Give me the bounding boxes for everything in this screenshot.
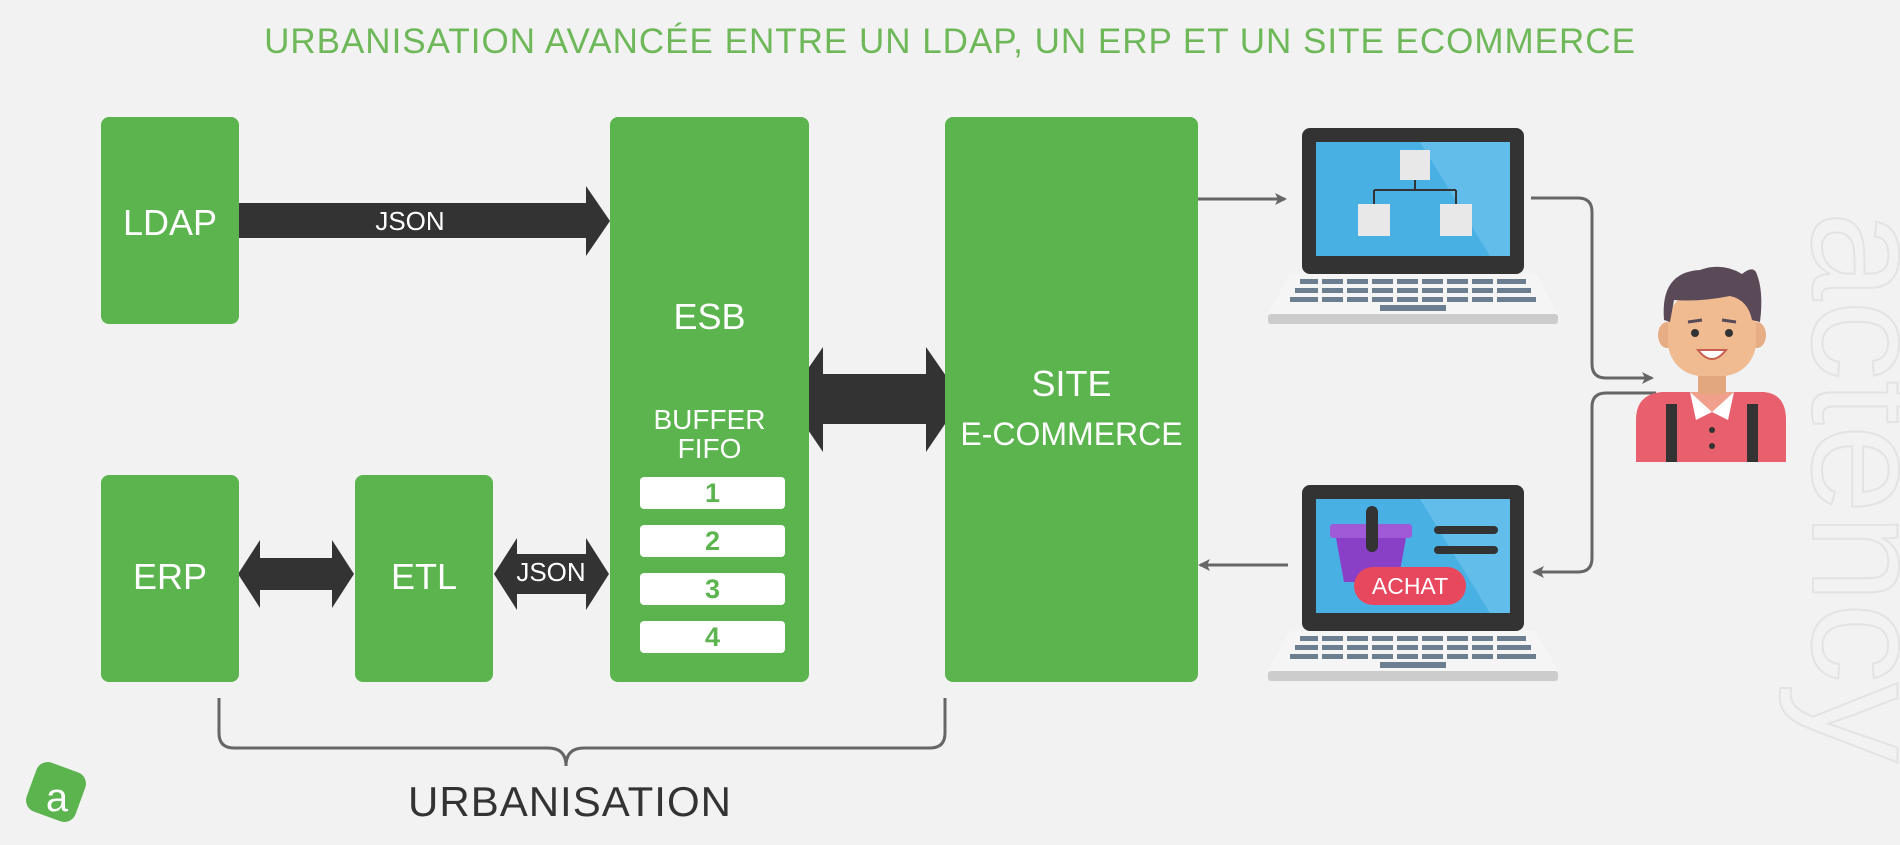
etl-label: ETL [390, 556, 458, 597]
site-ecommerce-box [945, 117, 1198, 682]
buffer-slot-4: 4 [640, 621, 785, 653]
buffer-label-line1: BUFFER [653, 404, 766, 435]
erp-label: ERP [132, 556, 208, 597]
esb-site-double-arrow [787, 347, 962, 452]
etl-esb-json-label: JSON [516, 557, 586, 587]
buffer-slot-2: 2 [640, 525, 785, 557]
urbanisation-label: URBANISATION [408, 778, 732, 825]
ldap-esb-json-label: JSON [375, 206, 445, 236]
urbanisation-brace [217, 698, 947, 767]
logo-letter: a [45, 776, 69, 820]
buffer-slot-3: 3 [640, 573, 785, 605]
actency-logo-icon [26, 762, 86, 822]
person-to-laptop-arrow [1532, 391, 1656, 578]
ldap-box [101, 117, 239, 324]
site-label-line1: SITE [1031, 363, 1112, 404]
buffer-slot-1: 1 [640, 477, 785, 509]
laptop-sitemap-icon [1268, 128, 1558, 324]
diagram-title: URBANISATION AVANCÉE ENTRE UN LDAP, UN E… [264, 22, 1636, 61]
ldap-esb-arrow [238, 186, 610, 256]
etl-esb-double-arrow [494, 538, 609, 610]
watermark: actency [1778, 210, 1900, 763]
erp-etl-double-arrow [238, 540, 354, 608]
laptop-to-person-arrow [1531, 196, 1654, 384]
esb-label: ESB [673, 296, 746, 337]
buffer-label-line2: FIFO [677, 433, 742, 464]
site-label-line2: E-COMMERCE [960, 416, 1183, 452]
achat-button: ACHAT [1354, 567, 1466, 605]
erp-box [101, 475, 239, 682]
person-icon [1636, 266, 1786, 462]
etl-box [355, 475, 493, 682]
ldap-label: LDAP [122, 202, 218, 243]
